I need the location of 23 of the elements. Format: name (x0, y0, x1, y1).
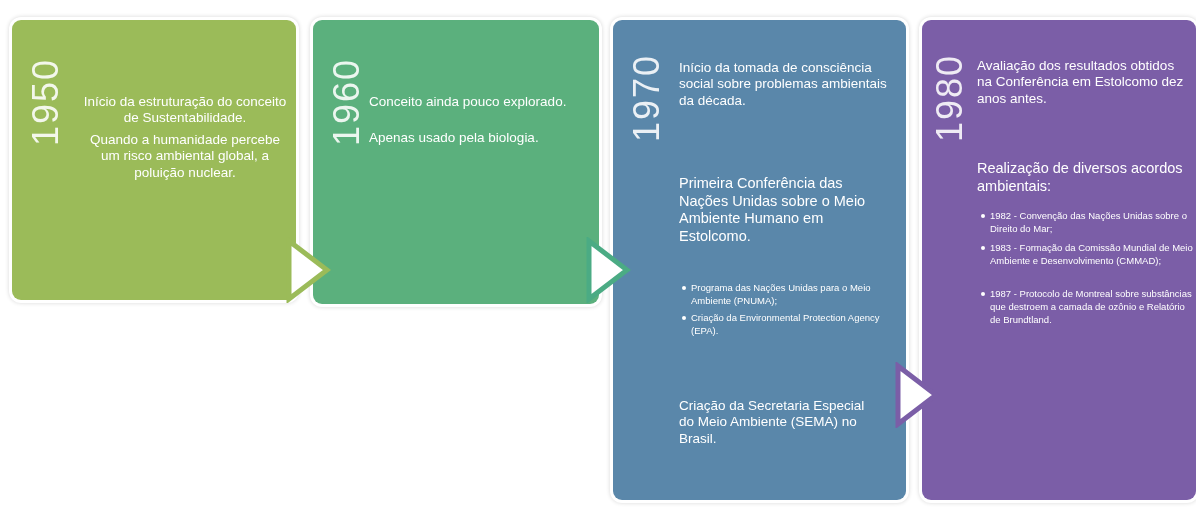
timeline-panel (922, 20, 1196, 500)
chevron-arrow (586, 238, 630, 302)
year-label: 1950 (25, 57, 67, 147)
bullet-text: Criação da Environmental Protection Agency (EPA). (691, 312, 881, 338)
description-text: Conceito ainda pouco explorado. (369, 94, 568, 111)
description-text: Avaliação dos resultados obtidos na Conferência em Estolcomo dez anos antes. (977, 58, 1185, 108)
year-label: 1970 (626, 53, 668, 143)
bullet-text: 1987 - Protocolo de Montreal sobre substâncias que destroem a camada de ozônio e Relatório de Brundtland. (990, 288, 1193, 327)
bullet-text: 1983 - Formação da Comissão Mundial de Meio Ambiente e Desenvolvimento (CMMAD); (990, 242, 1194, 268)
timeline-panel (12, 20, 296, 300)
year-label: 1960 (326, 57, 368, 147)
timeline-panel (613, 20, 906, 500)
description-text: Apenas usado pela biologia. (369, 130, 540, 147)
timeline-panel (313, 20, 599, 304)
bullet-text: Programa das Nações Unidas para o Meio Ambiente (PNUMA); (691, 282, 872, 308)
description-text: Primeira Conferência das Nações Unidas sobre o Meio Ambiente Humano em Estolcomo. (679, 175, 867, 246)
year-label: 1980 (929, 53, 971, 143)
description-text: Quando a humanidade percebe um risco ambiental global, a poluição nuclear. (89, 132, 281, 182)
description-text: Criação da Secretaria Especial do Meio Ambiente (SEMA) no Brasil. (679, 398, 866, 448)
description-text: Início da estruturação do conceito de Sustentabilidade. (82, 94, 288, 127)
description-text: Início da tomada de consciência social sobre problemas ambientais da década. (679, 60, 888, 110)
bullet-text: 1982 - Convenção das Nações Unidas sobre o Direito do Mar; (990, 210, 1188, 236)
description-text: Realização de diversos acordos ambientais: (977, 160, 1184, 196)
